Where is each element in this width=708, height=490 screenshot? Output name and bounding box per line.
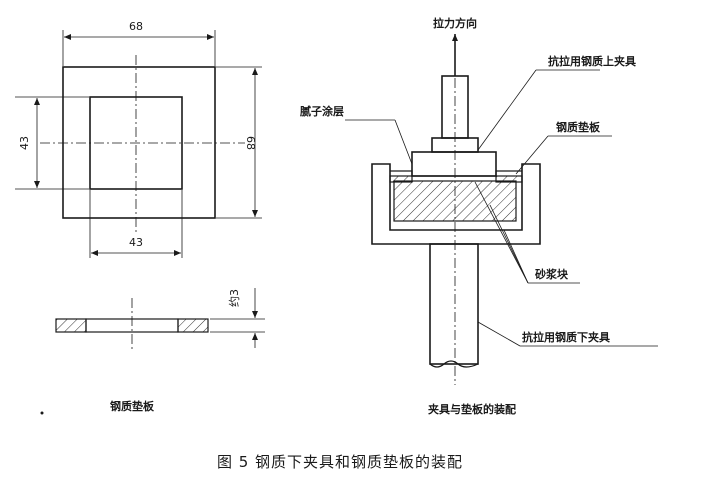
dim-outer-height: 68 (244, 136, 257, 150)
plate-top-view: 68 68 43 43 (15, 20, 262, 258)
upper-fixture-label: 抗拉用钢质上夹具 (548, 54, 636, 68)
lower-fixture-cup (371, 163, 541, 245)
plate-section-left-hatch (55, 318, 87, 333)
dim-outer-width: 68 (129, 20, 143, 33)
upper-fixture-plate (411, 151, 497, 177)
assembly-view: 拉力方向 抗拉用钢质上夹具 腻子涂层 钢质垫板 (300, 16, 658, 416)
steel-plate-label: 钢质垫板 (556, 120, 601, 134)
plate-section-right-hatch (177, 318, 209, 333)
mortar-block-label: 砂浆块 (535, 267, 569, 281)
figure-caption: 图 5 钢质下夹具和钢质垫板的装配 (217, 453, 463, 471)
plate-outer-outline (62, 66, 216, 219)
lower-rod (429, 243, 479, 365)
assembly-caption: 夹具与垫板的装配 (428, 402, 516, 416)
lower-fixture-label: 抗拉用钢质下夹具 (522, 330, 610, 344)
plate-section-view: 约3 钢质垫板 (40, 288, 265, 415)
tension-direction-label: 拉力方向 (433, 16, 477, 30)
dim-inner-width: 43 (129, 236, 143, 249)
cup-steel-plate (390, 170, 522, 177)
putty-layer-label: 腻子涂层 (300, 104, 344, 118)
steel-plate-caption: 钢质垫板 (110, 399, 155, 413)
dim-inner-height: 43 (18, 136, 31, 150)
thickness-label: 约3 (228, 289, 241, 307)
